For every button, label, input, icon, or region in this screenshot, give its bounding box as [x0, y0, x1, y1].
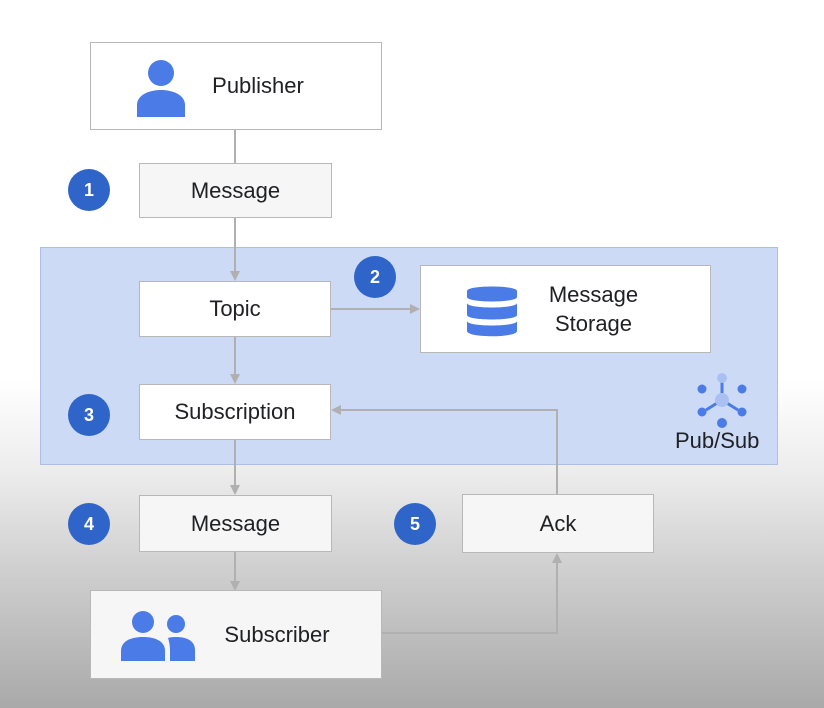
subscription-node: Subscription [139, 384, 331, 440]
step-5-badge: 5 [394, 503, 436, 545]
message-node-bottom: Message [139, 495, 332, 552]
topic-node: Topic [139, 281, 331, 337]
message-label-bottom: Message [190, 510, 281, 536]
person-icon [137, 60, 185, 117]
step-2-badge: 2 [354, 256, 396, 298]
step-3-badge: 3 [68, 394, 110, 436]
ack-node: Ack [462, 494, 654, 553]
subscriber-label: Subscriber [224, 621, 330, 647]
step-4-badge: 4 [68, 503, 110, 545]
topic-label: Topic [209, 296, 261, 321]
connector-subscriber-ack [382, 553, 562, 634]
connector-ack-subscription [331, 405, 558, 494]
step-1-badge: 1 [68, 169, 110, 211]
message-node-top: Message [139, 163, 332, 218]
publisher-label: Publisher [212, 73, 304, 98]
pubsub-label: Pub/Sub [675, 428, 760, 453]
subscription-label: Subscription [174, 399, 296, 424]
people-icon [121, 611, 195, 661]
message-storage-label: Message Storage [549, 280, 638, 338]
publisher-node: Publisher [90, 42, 382, 130]
message-storage-line-1: Message [548, 282, 639, 307]
database-icon [467, 286, 517, 337]
message-label-top: Message [190, 177, 281, 203]
message-storage-node: Message Storage [420, 265, 711, 353]
ack-label: Ack [539, 510, 577, 536]
subscriber-node: Subscriber [90, 590, 382, 679]
message-storage-line-2: Storage [554, 311, 633, 336]
pubsub-icon [697, 373, 747, 428]
